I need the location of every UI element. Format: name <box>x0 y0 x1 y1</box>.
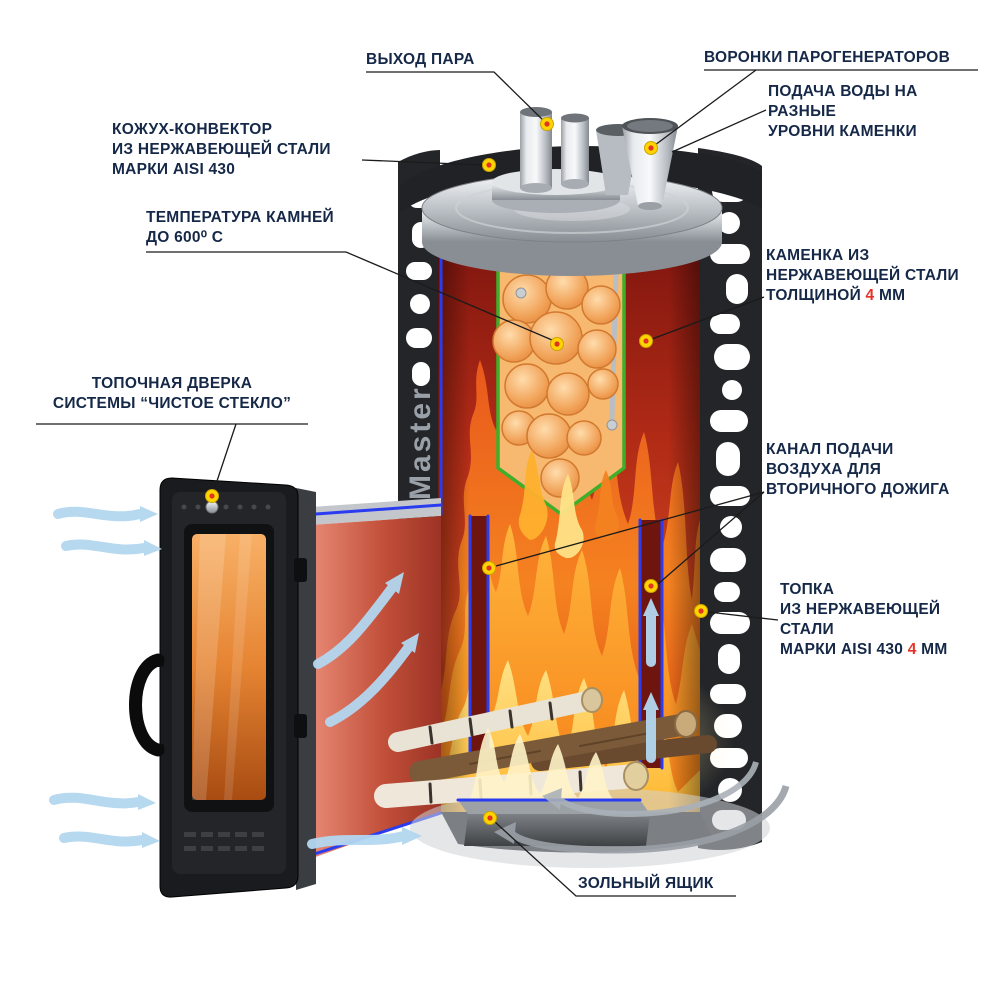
door-handle <box>129 653 165 757</box>
marker-kamenka <box>639 334 653 348</box>
label-funnels: ВОРОНКИ ПАРОГЕНЕРАТОРОВ <box>704 48 950 68</box>
steam-pipes <box>492 107 678 213</box>
door-air-vents-top <box>181 504 271 510</box>
door-hinge <box>294 558 307 738</box>
airflow-arrows <box>49 506 659 849</box>
label-door: ТОПОЧНАЯ ДВЕРКА СИСТЕМЫ “ЧИСТОЕ СТЕКЛО” <box>52 375 292 413</box>
label-air-channel: КАНАЛ ПОДАЧИ ВОЗДУХА ДЛЯ ВТОРИЧНОГО ДОЖИ… <box>766 441 950 499</box>
kamenka-thickness-value: 4 <box>865 287 875 305</box>
callout-markers <box>205 117 708 825</box>
marker-air-channel-right <box>644 579 658 593</box>
label-steam-outlet-text: ВЫХОД ПАРА <box>366 51 475 68</box>
marker-casing <box>482 158 496 172</box>
steam-funnel <box>622 118 678 210</box>
base-swirl-arrows <box>494 761 790 854</box>
marker-ash-box <box>483 811 497 825</box>
brand-vertical-text: Master <box>404 385 437 500</box>
callout-lines <box>36 69 978 897</box>
label-ash-box: ЗОЛЬНЫЙ ЯЩИК <box>578 874 714 894</box>
label-steam-outlet: ВЫХОД ПАРА <box>366 50 475 70</box>
firebox-thickness-value: 4 <box>907 641 917 659</box>
label-funnels-text: ВОРОНКИ ПАРОГЕНЕРАТОРОВ <box>704 49 951 66</box>
loading-tunnel <box>296 498 443 864</box>
label-kamenka: КАМЕНКА ИЗ НЕРЖАВЕЮЩЕЙ СТАЛИ ТОЛЩИНОЙ 4 … <box>766 247 959 305</box>
flame-core <box>470 728 614 800</box>
label-stone-temp: ТЕМПЕРАТУРА КАМНЕЙ ДО 600⁰ С <box>146 209 334 247</box>
marker-stone-temp <box>550 337 564 351</box>
door-vents-bottom <box>184 832 264 851</box>
label-water-supply: ПОДАЧА ВОДЫ НА РАЗНЫЕ УРОВНИ КАМЕНКИ <box>768 83 918 141</box>
right-convector-panel <box>698 148 762 850</box>
marker-door <box>205 489 219 503</box>
label-casing: КОЖУХ-КОНВЕКТОР ИЗ НЕРЖАВЕЮЩЕЙ СТАЛИ МАР… <box>112 121 331 179</box>
door-glass <box>184 524 274 812</box>
marker-funnels <box>644 141 658 155</box>
marker-air-channel-left <box>482 561 496 575</box>
label-ash-box-text: ЗОЛЬНЫЙ ЯЩИК <box>578 875 714 892</box>
marker-firebox <box>694 604 708 618</box>
firebox-door <box>129 477 316 898</box>
label-firebox: ТОПКА ИЗ НЕРЖАВЕЮЩЕЙ СТАЛИ МАРКИ AISI 43… <box>780 581 948 659</box>
marker-steam-outlet <box>540 117 554 131</box>
